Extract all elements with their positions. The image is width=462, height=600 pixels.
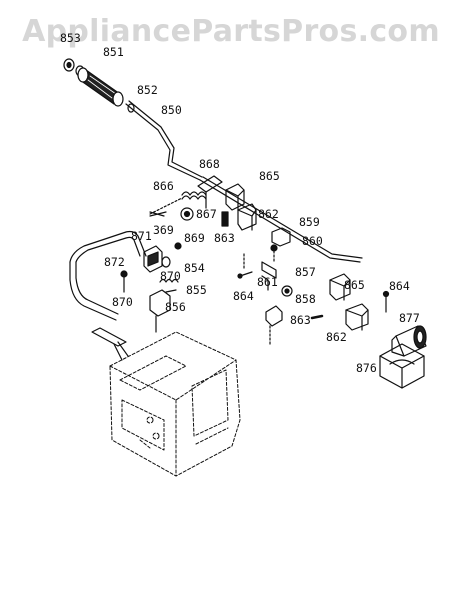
label-868: 868 <box>199 157 220 171</box>
label-876: 876 <box>356 361 377 375</box>
label-867: 867 <box>196 207 217 221</box>
label-861: 861 <box>257 275 278 289</box>
part-877-connector <box>391 325 427 357</box>
part-871-lever <box>143 245 163 273</box>
label-863-lower: 863 <box>290 313 311 327</box>
label-865-lower: 865 <box>344 278 365 292</box>
part-876-mount-bracket <box>379 343 425 389</box>
label-369: 369 <box>153 223 174 237</box>
part-857-link-rod <box>243 253 277 279</box>
label-857: 857 <box>295 265 316 279</box>
part-859-clip <box>271 227 291 247</box>
part-858-washer <box>281 285 293 297</box>
label-863-upper: 863 <box>214 231 235 245</box>
label-858: 858 <box>295 292 316 306</box>
label-870-lower: 870 <box>112 295 133 309</box>
label-862-lower: 862 <box>326 330 347 344</box>
label-860: 860 <box>302 234 323 248</box>
label-871: 871 <box>131 229 152 243</box>
label-850: 850 <box>161 103 182 117</box>
part-870-clip-lower <box>265 305 283 345</box>
part-862-bracket-upper <box>237 203 257 231</box>
label-853: 853 <box>60 31 81 45</box>
label-851: 851 <box>103 45 124 59</box>
part-863-bolt-lower <box>310 314 324 320</box>
label-866: 866 <box>153 179 174 193</box>
label-856: 856 <box>165 300 186 314</box>
part-855-pin <box>165 289 177 293</box>
part-865-bracket-upper <box>225 183 245 211</box>
part-860-bolt <box>270 244 278 263</box>
label-864-right: 864 <box>389 279 410 293</box>
handlebar-frame <box>69 230 147 361</box>
label-859: 859 <box>299 215 320 229</box>
part-869-nut <box>174 242 182 250</box>
part-864-pin-right <box>382 290 390 313</box>
part-866-spring <box>149 191 207 217</box>
label-864-left: 864 <box>233 289 254 303</box>
label-865-upper: 865 <box>259 169 280 183</box>
label-852: 852 <box>137 83 158 97</box>
label-877: 877 <box>399 311 420 325</box>
part-867-washer <box>180 207 194 221</box>
part-864-pin-left <box>237 271 253 279</box>
part-863-bolt-upper <box>221 211 229 227</box>
label-869: 869 <box>184 231 205 245</box>
part-850-shift-rod <box>125 100 363 263</box>
label-870-upper: 870 <box>160 269 181 283</box>
part-865-bracket-lower <box>329 273 351 301</box>
part-labels: 853 851 852 850 868 865 866 867 862 863 … <box>60 31 420 375</box>
part-868-pivot-arm <box>197 175 223 209</box>
part-872-bolt <box>120 270 128 293</box>
label-872: 872 <box>104 255 125 269</box>
part-854-spring <box>159 278 179 283</box>
part-852-washer <box>127 103 135 113</box>
part-862-bracket-lower <box>345 303 369 331</box>
label-862-upper: 862 <box>258 207 279 221</box>
label-855: 855 <box>186 283 207 297</box>
part-851-handle-grip <box>77 67 124 107</box>
part-861-bushing <box>261 275 269 291</box>
part-369-washer <box>161 256 171 268</box>
transmission-housing <box>109 331 241 477</box>
part-856-bracket <box>149 289 171 333</box>
label-854: 854 <box>184 261 205 275</box>
